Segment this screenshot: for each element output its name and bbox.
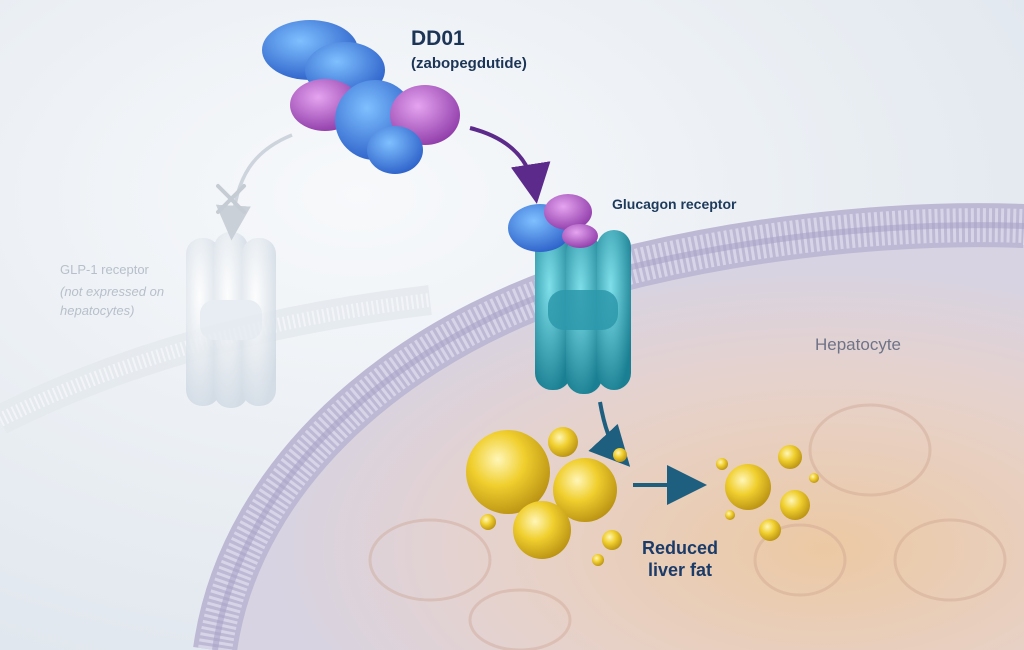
- glucagon-receptor-label: Glucagon receptor: [612, 196, 737, 212]
- glp1-receptor-label: GLP-1 receptor: [60, 262, 149, 277]
- glp1-receptor-note: (not expressed on hepatocytes): [60, 284, 165, 318]
- binding-arrow: [469, 126, 551, 204]
- hepatocyte-organelles: [368, 403, 1007, 650]
- blocked-x-icon: [216, 184, 246, 214]
- blocked-arrow: [215, 133, 293, 241]
- drug-molecule: [262, 20, 460, 174]
- hepatocyte-label: Hepatocyte: [815, 335, 901, 354]
- drug-name: DD01: [411, 27, 465, 50]
- glp1-receptor: [186, 232, 276, 408]
- small-fat-droplets: [716, 445, 819, 541]
- glucagon-receptor: [535, 230, 631, 394]
- reduced-liver-fat-label: Reduced liver fat: [641, 538, 719, 580]
- large-fat-droplets: [466, 427, 627, 566]
- bound-drug: [508, 194, 598, 252]
- drug-subtitle: (zabopegdutide): [411, 55, 527, 72]
